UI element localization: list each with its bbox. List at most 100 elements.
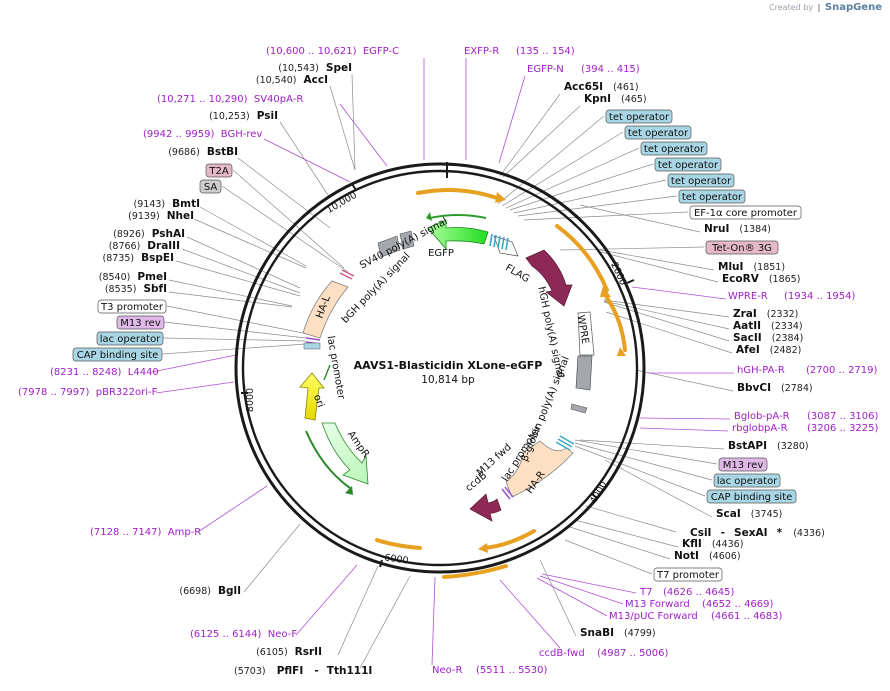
primer-label: (10,600 .. 10,621) EGFP-C bbox=[266, 46, 399, 57]
site-position: (461) bbox=[613, 82, 639, 93]
site-label: (10,253) PsiI bbox=[209, 110, 278, 122]
site-position: (4606) bbox=[709, 551, 741, 562]
site-name: AfeI bbox=[736, 344, 760, 356]
site-csii-sexai: CsiI - SexAI * (4336) bbox=[690, 521, 825, 540]
primer-label: (2700 .. 2719) bbox=[806, 365, 878, 376]
site-label: MluI(1851) bbox=[718, 261, 785, 273]
feature-box-background bbox=[624, 125, 692, 140]
tick-label: 6000 bbox=[384, 552, 409, 566]
site-name: BstAPI bbox=[728, 440, 767, 452]
primer-label: (9942 .. 9959) BGH-rev bbox=[143, 129, 262, 140]
primer-label: Neo-R bbox=[432, 665, 463, 676]
primer-label: (5511 .. 5530) bbox=[476, 665, 548, 676]
feature-box: lac operator bbox=[713, 473, 781, 488]
primer-label: Bglob-pA-R bbox=[734, 411, 790, 422]
site-position: (8766) bbox=[109, 241, 141, 252]
feature-box-background bbox=[678, 189, 746, 204]
site-label: BbvCI(2784) bbox=[737, 382, 813, 394]
site-position: (1384) bbox=[739, 224, 771, 235]
tick-label: 10,000 bbox=[325, 190, 359, 216]
primer-label: (394 .. 415) bbox=[581, 64, 640, 75]
site-name: RsrII bbox=[295, 646, 322, 658]
feature-box-label: T2A bbox=[208, 166, 228, 177]
site-name: BspEI bbox=[141, 252, 174, 264]
site-name: AccI bbox=[304, 74, 328, 86]
snapgene-brand: Created by ❙ SnapGene bbox=[769, 2, 882, 13]
site-label: (9686) BstBI bbox=[168, 146, 238, 158]
feature-box-background bbox=[654, 157, 722, 172]
site-position: (2384) bbox=[772, 333, 804, 344]
site-name: BbvCI bbox=[737, 382, 771, 394]
feature-box-background bbox=[605, 109, 673, 124]
site-position: (8535) bbox=[105, 284, 137, 295]
site-label: (10,543)SpeI bbox=[278, 62, 352, 74]
feature-box-label: EF-1α core promoter bbox=[694, 208, 798, 219]
site-label: ZraI(2332) bbox=[733, 308, 798, 320]
feature-box: T2A bbox=[205, 163, 233, 178]
site-label: (8766) DraIII bbox=[109, 240, 180, 252]
feature-box-label: tet operator bbox=[644, 144, 705, 155]
primer-label: (7978 .. 7997) pBR322ori-F bbox=[18, 387, 158, 398]
site-position: (8540) bbox=[99, 272, 131, 283]
feature-box-label: lac operator bbox=[100, 334, 161, 345]
site-position: (10,540) bbox=[256, 75, 297, 86]
feature-box-background bbox=[667, 173, 735, 188]
feature-box-background bbox=[706, 489, 797, 504]
primer-lines bbox=[151, 58, 734, 666]
feature-box: M13 rev bbox=[116, 315, 165, 330]
primer-label: (4661 .. 4683) bbox=[711, 611, 783, 622]
feature-box: tet operator bbox=[678, 189, 746, 204]
feature-box-background bbox=[689, 205, 802, 220]
feature-box: tet operator bbox=[667, 173, 735, 188]
feature-box-background bbox=[97, 299, 167, 314]
feature-box-label: tet operator bbox=[682, 192, 743, 203]
primer-label: EGFP-N bbox=[527, 64, 564, 75]
site-label: Acc65I(461) bbox=[564, 81, 639, 93]
feature-box: CAP binding site bbox=[706, 489, 797, 504]
feature-label: lac promoter bbox=[324, 335, 346, 401]
site-position: (3745) bbox=[751, 509, 783, 520]
site-position: (2334) bbox=[771, 321, 803, 332]
site-name: DraIII bbox=[147, 240, 180, 252]
site-label: (8926)PshAI bbox=[113, 228, 185, 240]
site-position: (9686) bbox=[168, 147, 200, 158]
feature-box-label: SA bbox=[204, 182, 218, 193]
feature-label: WPRE bbox=[575, 314, 591, 345]
site-name: SacII bbox=[733, 332, 762, 344]
feature-box-label: Tet-On® 3G bbox=[711, 243, 772, 254]
site-name: KflI bbox=[682, 538, 702, 550]
tick-label: 2000 bbox=[608, 261, 628, 288]
site-position: (8735) bbox=[103, 253, 135, 264]
primer-label: (135 .. 154) bbox=[516, 46, 575, 57]
site-position: (6105) bbox=[256, 647, 288, 658]
feature-box-background bbox=[72, 347, 163, 362]
site-position: (10,253) bbox=[209, 111, 250, 122]
primer-label: T7 bbox=[639, 587, 652, 598]
site-label: BstAPI(3280) bbox=[728, 440, 809, 452]
primer-label: (10,271 .. 10,290) SV40pA-R bbox=[157, 94, 303, 105]
site-label: ScaI(3745) bbox=[716, 508, 782, 520]
feature-box-background bbox=[205, 163, 233, 178]
primer-label: (3206 .. 3225) bbox=[807, 423, 879, 434]
site-name: SbfI bbox=[143, 283, 167, 295]
feature-box-background bbox=[640, 141, 708, 156]
feature-box-label: T3 promoter bbox=[100, 302, 164, 313]
feature-box: tet operator bbox=[654, 157, 722, 172]
primer-label: (8231 .. 8248) L4440 bbox=[50, 367, 159, 378]
feature-box-label: M13 rev bbox=[120, 318, 161, 329]
site-name: BstBI bbox=[207, 146, 238, 158]
site-name: NotI bbox=[674, 550, 699, 562]
orf-arcs bbox=[375, 188, 627, 579]
site-name: PsiI bbox=[257, 110, 278, 122]
plasmid-name: AAVS1-Blasticidin XLone-eGFP bbox=[354, 359, 543, 372]
primer-label: WPRE-R bbox=[728, 291, 768, 302]
site-position: (2332) bbox=[767, 309, 799, 320]
site-position: (465) bbox=[621, 94, 647, 105]
site-label: (8540)PmeI bbox=[99, 271, 167, 283]
primer-label: EXFP-R bbox=[464, 46, 499, 57]
feature-box: EF-1α core promoter bbox=[689, 205, 802, 220]
feature-box-label: lac operator bbox=[717, 476, 778, 487]
site-name: MluI bbox=[718, 261, 743, 273]
site-label: SnaBI(4799) bbox=[580, 627, 656, 639]
